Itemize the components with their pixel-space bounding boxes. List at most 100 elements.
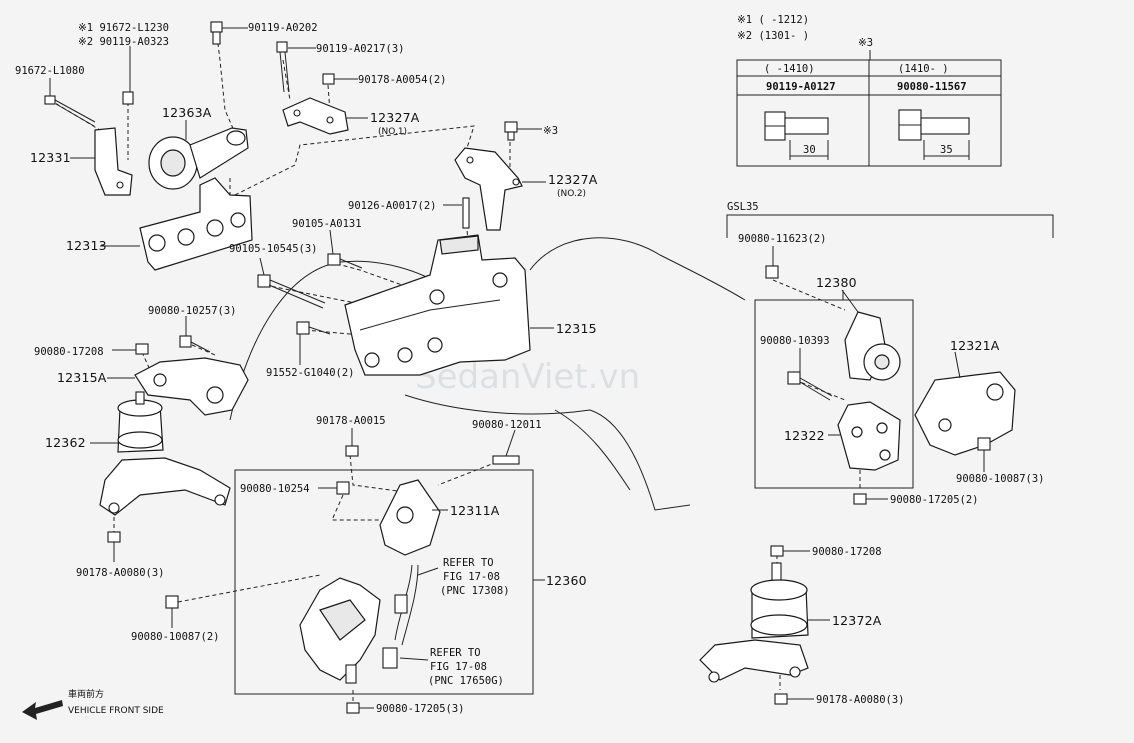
stud-90126-A0017 xyxy=(462,197,470,229)
bolt-90080-10087-b xyxy=(977,437,991,451)
label-90080-10393: 90080-10393 xyxy=(760,335,830,347)
label-91552-G1040: 91552-G1040(2) xyxy=(266,367,355,379)
bolt-91672-L1080 xyxy=(44,95,96,127)
label-12363A: 12363A xyxy=(162,105,212,120)
label-vehicle-front-side: VEHICLE FRONT SIDE xyxy=(68,706,164,716)
label-90119-A0202: 90119-A0202 xyxy=(248,22,318,34)
legend-note2: ※2 (1301- ) xyxy=(737,30,809,42)
vehicle-front-arrow-icon xyxy=(22,700,63,720)
label-12372A: 12372A xyxy=(832,613,882,628)
part-12315-bracket xyxy=(344,234,531,376)
label-12331: 12331 xyxy=(30,150,71,165)
legend-note3-mark: ※3 xyxy=(858,37,873,49)
nut-90080-17208-a xyxy=(135,343,149,355)
engine-outline-top xyxy=(529,237,746,301)
bolt-x3 xyxy=(504,121,518,141)
label-90080-10087-a: 90080-10087(2) xyxy=(131,631,220,643)
label-12315: 12315 xyxy=(556,321,597,336)
part-12360-lower-mount xyxy=(299,577,381,684)
gsl35-bracket xyxy=(726,214,1054,238)
legend-part-2: 90080-11567 xyxy=(897,81,967,93)
legend-note1: ※1 ( -1212) xyxy=(737,14,809,26)
nut-90178-A0015 xyxy=(345,445,359,457)
part-12322-bracket xyxy=(837,401,901,471)
label-90119-A0323: ※2 90119-A0323 xyxy=(78,36,169,48)
legend: ※1 ( -1212) ※2 (1301- ) ※3 ( -1410) (141… xyxy=(736,14,1002,167)
part-12331-bracket xyxy=(94,127,133,196)
part-12321A-bracket xyxy=(914,371,1016,456)
label-12380: 12380 xyxy=(816,275,857,290)
label-refer2-a: REFER TO xyxy=(430,647,481,659)
label-90105-10545: 90105-10545(3) xyxy=(229,243,318,255)
group-12380-box xyxy=(754,299,914,489)
part-12380-mount xyxy=(844,311,901,381)
label-90178-A0015: 90178-A0015 xyxy=(316,415,386,427)
label-90080-17205-b: 90080-17205(2) xyxy=(890,494,979,506)
label-90080-10087-b: 90080-10087(3) xyxy=(956,473,1045,485)
label-12313: 12313 xyxy=(66,238,107,253)
label-12362: 12362 xyxy=(45,435,86,450)
leader-lines xyxy=(49,27,985,709)
label-90126-A0017: 90126-A0017(2) xyxy=(348,200,437,212)
bolt-90080-10254 xyxy=(336,481,350,495)
part-12327A-no2 xyxy=(454,147,523,231)
label-x3: ※3 xyxy=(543,125,558,137)
label-12327A-no1: 12327A xyxy=(370,110,420,125)
bolt-91552-G1040 xyxy=(296,321,331,335)
bolt-90119-A0202 xyxy=(210,21,223,45)
legend-bolt-30: 30 xyxy=(764,111,829,160)
part-12311A-bracket xyxy=(379,479,441,556)
label-no1: (NO.1) xyxy=(378,127,407,137)
label-12327A-no2: 12327A xyxy=(548,172,598,187)
bolt-90080-10393 xyxy=(787,371,833,401)
label-90080-10257: 90080-10257(3) xyxy=(148,305,237,317)
nut-90178-A0054 xyxy=(322,73,335,85)
bolt-90080-10257 xyxy=(179,335,211,353)
bolt-90105-A0131 xyxy=(327,253,363,269)
legend-dim-30: 30 xyxy=(803,144,816,156)
part-12313-bracket xyxy=(139,177,253,271)
label-90080-12011: 90080-12011 xyxy=(472,419,542,431)
label-90080-17205-a: 90080-17205(3) xyxy=(376,703,465,715)
nut-90178-A0080-b xyxy=(774,693,788,705)
label-no2: (NO.2) xyxy=(557,189,586,199)
part-12372A-mount xyxy=(699,562,809,683)
engine-outline-bottom xyxy=(404,394,691,511)
label-gsl35: GSL35 xyxy=(727,201,759,213)
label-12321A: 12321A xyxy=(950,338,1000,353)
bolt-90080-11623 xyxy=(765,265,779,279)
stud-90080-12011 xyxy=(492,455,520,465)
nut-90080-17205-a xyxy=(346,702,360,714)
label-refer1-a: REFER TO xyxy=(443,557,494,569)
engine-outline-inner xyxy=(554,409,631,491)
label-12315A: 12315A xyxy=(57,370,107,385)
label-91672-L1080: 91672-L1080 xyxy=(15,65,85,77)
nut-90080-17208-b xyxy=(770,545,784,557)
part-12362-mount xyxy=(99,391,231,516)
bolt-90119-A0217 xyxy=(276,41,290,93)
label-90178-A0080-a: 90178-A0080(3) xyxy=(76,567,165,579)
label-90080-17208-b: 90080-17208 xyxy=(812,546,882,558)
nut-90080-17205-b xyxy=(853,493,867,505)
legend-part-1: 90119-A0127 xyxy=(766,81,836,93)
labels: ※1 91672-L1230 ※2 90119-A0323 91672-L108… xyxy=(15,22,1045,716)
label-refer2-b: FIG 17-08 xyxy=(430,661,487,673)
bolt-91672-L1230 xyxy=(122,91,134,105)
label-12322: 12322 xyxy=(784,428,825,443)
legend-header-1: ( -1410) xyxy=(764,63,815,75)
part-12327A-no1 xyxy=(282,97,349,135)
label-refer1-c: (PNC 17308) xyxy=(440,585,510,597)
label-90119-A0217: 90119-A0217(3) xyxy=(316,43,405,55)
label-90105-A0131: 90105-A0131 xyxy=(292,218,362,230)
label-12311A: 12311A xyxy=(450,503,500,518)
group-12360-box xyxy=(234,469,534,695)
legend-bolt-35: 35 xyxy=(898,109,970,160)
label-90178-A0080-b: 90178-A0080(3) xyxy=(816,694,905,706)
part-12363A-mount xyxy=(148,127,249,190)
legend-header-2: (1410- ) xyxy=(898,63,949,75)
label-refer2-c: (PNC 17650G) xyxy=(428,675,504,687)
part-vacuum-hose xyxy=(382,564,419,669)
label-90080-10254: 90080-10254 xyxy=(240,483,310,495)
